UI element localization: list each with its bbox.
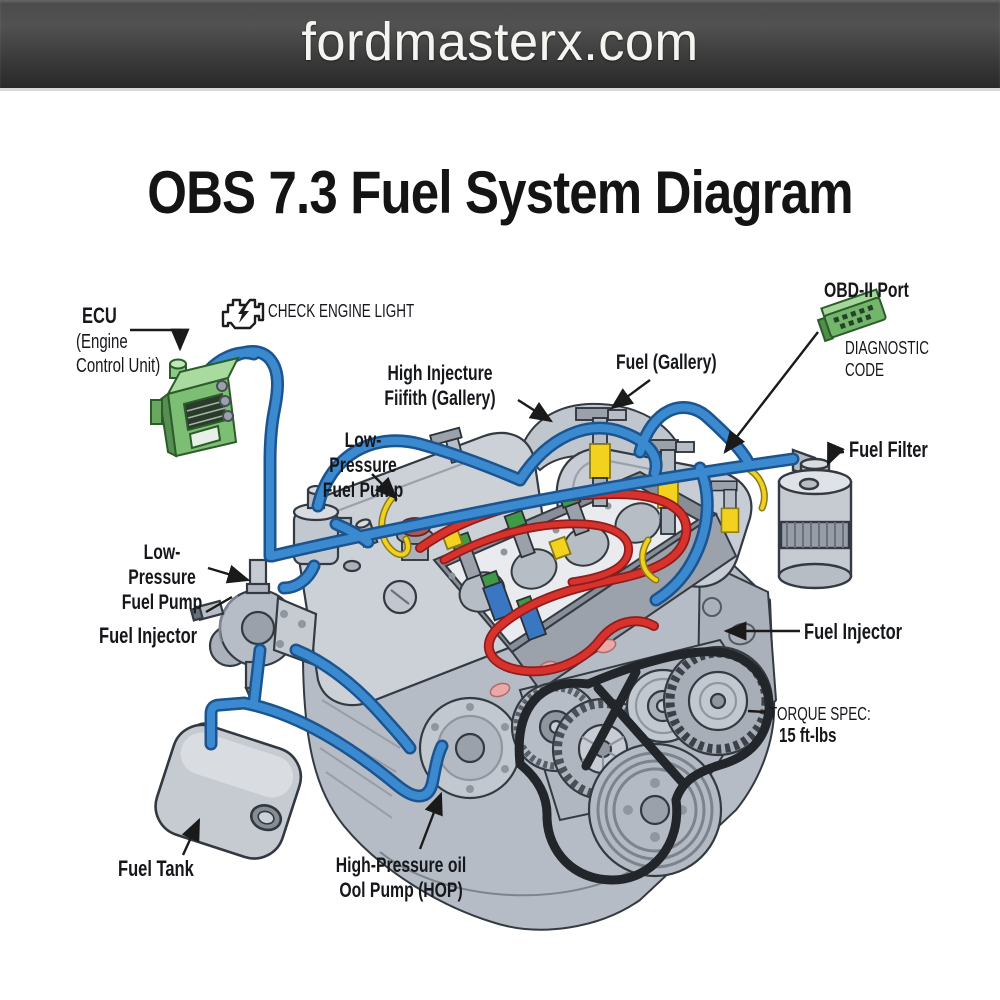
label-fuel-injector-right: Fuel Injector (804, 619, 903, 644)
label-fuel-tank: Fuel Tank (118, 856, 194, 881)
obd2-connector (816, 288, 887, 343)
check-engine-icon (221, 298, 265, 330)
leader-arrows (130, 328, 845, 856)
leader-obd (723, 331, 819, 454)
label-fuel-filter: Fuel Filter (849, 437, 928, 462)
leader-fuel-filter (826, 441, 845, 467)
label-obd-port: OBD-II Port (824, 279, 909, 302)
low-pressure-pump (189, 558, 318, 707)
label-torque-value: 15 ft-lbs (779, 725, 837, 747)
fuel-tank (154, 722, 303, 860)
yellow-wires (378, 466, 768, 584)
leader-low-pressure-left (207, 564, 251, 584)
label-low-pressure-pump-mid: Low-Pressure Fuel Pump (322, 429, 404, 503)
leader-hpop (418, 791, 443, 850)
ecu-box (150, 356, 240, 458)
leader-fuel-injector-left (205, 595, 233, 614)
label-hpop: High-Pressure oil Ool Pump (HOP) (335, 854, 467, 903)
label-diagnostic-code: DIAGNOSTIC CODE (845, 338, 930, 380)
leader-fuel-gallery (610, 379, 651, 410)
label-fuel-injector-left: Fuel Injector (99, 623, 198, 648)
leader-fuel-tank (181, 817, 201, 856)
label-low-pressure-pump-left: Low-Pressure Fuel Pump (121, 541, 203, 615)
fuel-filter-canister (777, 448, 853, 590)
label-high-injecture: High Injecture Fiifith (Gallery) (384, 362, 496, 411)
label-ecu-sub: (Engine Control Unit) (76, 331, 161, 377)
leader-ecu (130, 328, 190, 352)
label-fuel-gallery: Fuel (Gallery) (616, 351, 717, 374)
leader-high-injecture (517, 398, 554, 423)
leader-torque-spec (747, 709, 766, 714)
label-ecu: ECU (82, 303, 117, 328)
leader-low-pressure-mid (371, 473, 398, 500)
label-torque-spec: TORQUE SPEC: (769, 704, 871, 724)
site-banner: fordmasterx.com (0, 0, 1000, 91)
page-title: OBS 7.3 Fuel System Diagram (147, 159, 853, 226)
serpentine-belt (514, 647, 774, 885)
label-check-engine-light: CHECK ENGINE LIGHT (268, 301, 415, 321)
blue-fuel-lines (197, 345, 800, 803)
site-name: fordmasterx.com (301, 12, 699, 72)
